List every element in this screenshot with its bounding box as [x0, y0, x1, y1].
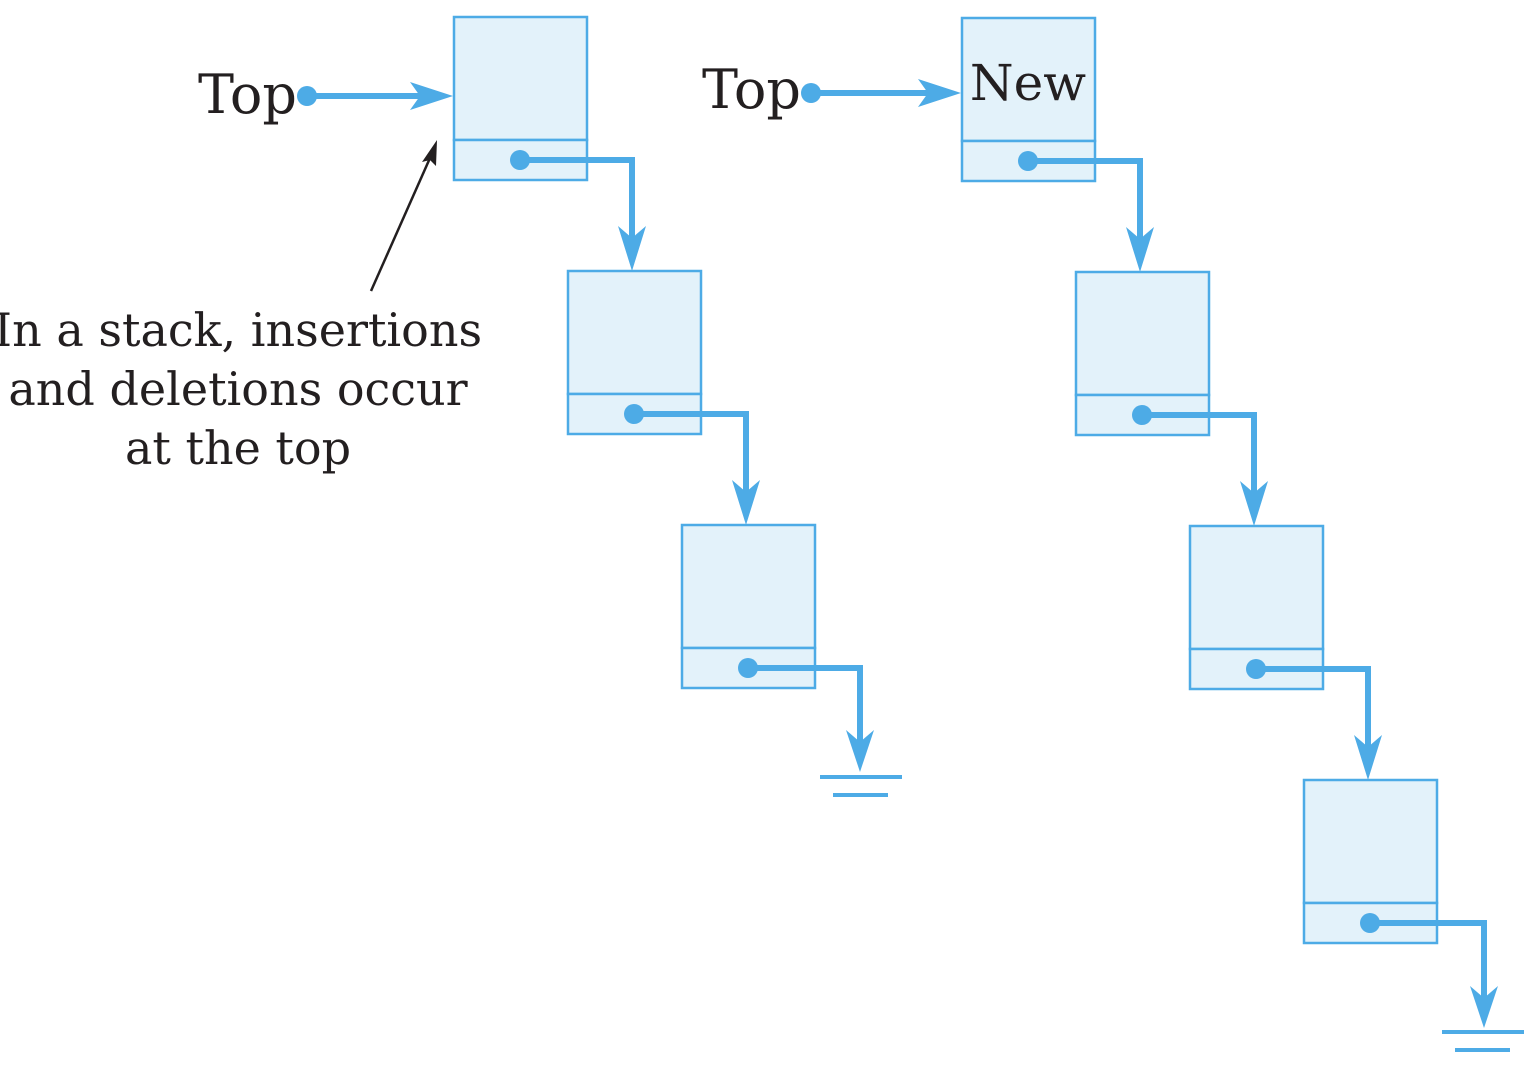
- left-node-2-link-pointer: [624, 404, 760, 525]
- left-node-1: [452, 15, 589, 182]
- left-top-label: Top: [198, 63, 297, 126]
- right-top-label: Top: [702, 58, 801, 121]
- right-node-new-link-pointer: [1018, 151, 1154, 272]
- left-null-ground-icon: [820, 775, 902, 797]
- right-node-4-null-pointer: [1360, 913, 1498, 1028]
- right-top-pointer: [801, 79, 961, 107]
- right-stack: Top New: [702, 16, 1524, 1052]
- left-node-3-null-pointer: [738, 658, 874, 772]
- left-node-1-link-pointer: [510, 150, 646, 271]
- right-null-ground-icon: [1442, 1030, 1524, 1052]
- new-node-label: New: [970, 54, 1086, 112]
- right-node-3-link-pointer: [1246, 659, 1382, 780]
- right-node-2-link-pointer: [1132, 405, 1268, 526]
- annotation-line-2: and deletions occur: [8, 362, 467, 416]
- annotation-line-1: In a stack, insertions: [0, 303, 482, 357]
- left-top-pointer: [297, 82, 453, 110]
- right-node-2: [1074, 270, 1211, 437]
- right-node-new: New: [960, 16, 1097, 183]
- left-node-3: [680, 523, 817, 690]
- left-stack: Top: [0, 15, 902, 797]
- left-annotation: In a stack, insertions and deletions occ…: [0, 140, 482, 475]
- annotation-line-3: at the top: [125, 421, 351, 475]
